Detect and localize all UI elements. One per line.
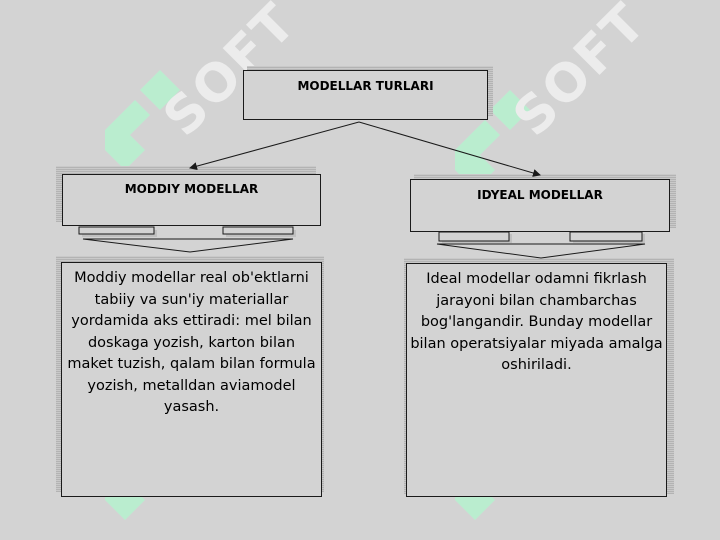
right-description-text: Ideal modellar odamni fikrlash jarayoni …	[410, 271, 663, 373]
arrow-to-right-node	[358, 121, 541, 177]
right-description-box: Ideal modellar odamni fikrlash jarayoni …	[406, 263, 667, 497]
left-description-text: Moddiy modellar real ob'ektlarni tabiiy …	[67, 270, 316, 415]
right-node: IDYEAL MODELLAR	[410, 179, 670, 232]
top-node-label: MODELLAR TURLARI	[297, 79, 434, 93]
right-block-arrow	[436, 231, 646, 259]
right-node-label: IDYEAL MODELLAR	[477, 188, 603, 202]
left-node-label: MODDIY MODELLAR	[124, 182, 259, 196]
left-node: MODDIY MODELLAR	[62, 174, 321, 226]
top-node: MODELLAR TURLARI	[243, 70, 488, 120]
arrow-to-left-node	[189, 121, 360, 171]
left-description-box: Moddiy modellar real ob'ektlarni tabiiy …	[61, 262, 322, 497]
left-block-arrow	[78, 226, 296, 253]
